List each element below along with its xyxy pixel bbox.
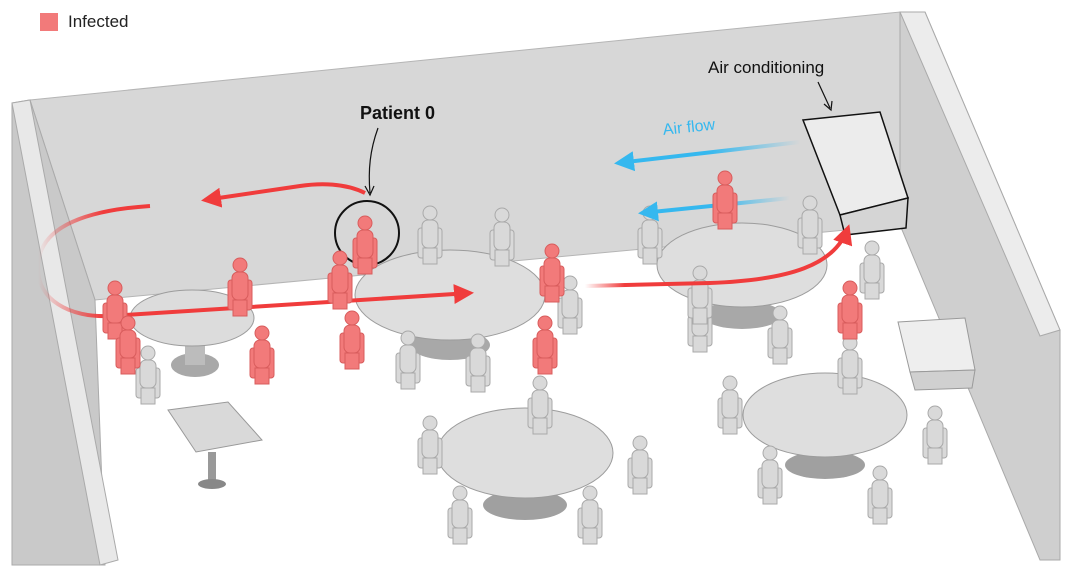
healthy-person-icon — [767, 305, 793, 365]
healthy-person-icon — [797, 195, 823, 255]
healthy-person-icon — [627, 435, 653, 495]
infected-person-icon — [532, 315, 558, 375]
healthy-person-icon — [417, 415, 443, 475]
healthy-person-icon — [557, 275, 583, 335]
infected-person-icon — [539, 243, 565, 303]
infected-person-icon — [327, 250, 353, 310]
infected-person-icon — [837, 280, 863, 340]
healthy-person-icon — [417, 205, 443, 265]
red-arrow-leftward — [201, 182, 366, 208]
round-table-1 — [129, 289, 255, 377]
transmission-arrows — [35, 182, 853, 319]
infected-person-icon — [249, 325, 275, 385]
healthy-person-icon — [859, 240, 885, 300]
infected-people — [102, 170, 863, 385]
legend-label: Infected — [68, 12, 129, 31]
red-arrow-loop — [35, 204, 474, 319]
legend: Infected — [40, 12, 129, 32]
infected-swatch-icon — [40, 13, 58, 31]
square-table — [167, 401, 263, 489]
secondary-ac-unit — [897, 317, 976, 391]
round-table-2 — [354, 249, 546, 360]
healthy-person-icon — [527, 375, 553, 435]
healthy-person-icon — [135, 345, 161, 405]
patient-zero-callout-line — [368, 127, 379, 194]
healthy-person-icon — [447, 485, 473, 545]
healthy-person-icon — [922, 405, 948, 465]
healthy-person-icon — [717, 375, 743, 435]
round-table-4 — [436, 407, 614, 520]
healthy-person-icon — [489, 207, 515, 267]
ac-callout-line — [817, 81, 831, 109]
healthy-person-icon — [465, 333, 491, 393]
right-wall-top — [899, 11, 1061, 337]
infected-person-icon — [339, 310, 365, 370]
infected-person-icon — [115, 315, 141, 375]
infected-person-icon — [227, 257, 253, 317]
red-arrow-ac-return — [584, 224, 853, 288]
air-conditioning-unit — [801, 111, 909, 236]
left-wall-top — [11, 99, 119, 566]
patient-zero-callout-head — [364, 185, 375, 197]
air-conditioning-label: Air conditioning — [708, 58, 825, 77]
infected-person-icon — [712, 170, 738, 230]
infected-person-icon — [352, 215, 378, 275]
healthy-person-icon — [757, 445, 783, 505]
blue-arrow-upper — [614, 140, 801, 172]
patient-zero-label: Patient 0 — [360, 103, 436, 123]
healthy-person-icon — [577, 485, 603, 545]
room-walls — [11, 11, 1061, 566]
ac-callout-head — [823, 100, 833, 112]
healthy-person-icon — [867, 465, 893, 525]
healthy-person-icon — [837, 335, 863, 395]
round-table-5 — [742, 372, 908, 479]
healthy-person-icon — [395, 330, 421, 390]
healthy-person-icon — [687, 265, 713, 325]
